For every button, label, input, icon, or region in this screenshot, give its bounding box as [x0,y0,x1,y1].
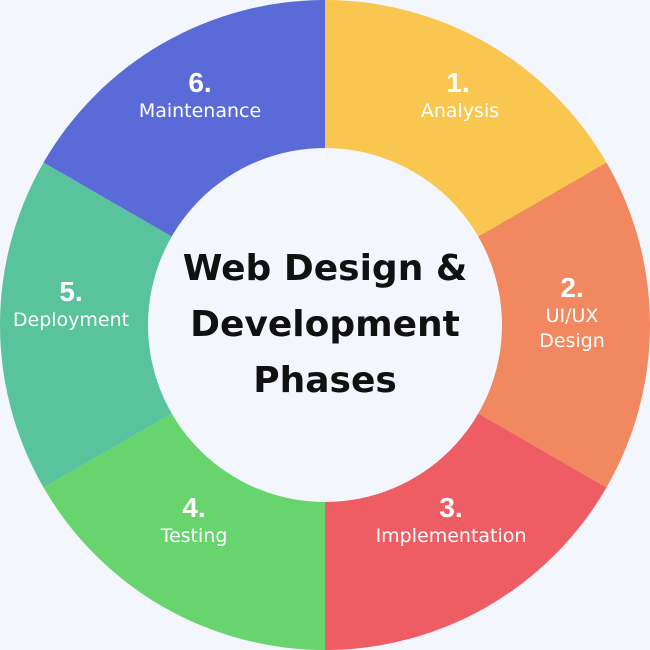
center-title-line-1: Web Design & [182,248,468,289]
phase-number-4: 4. [182,492,205,523]
phase-label-analysis: Analysis [421,100,499,122]
phase-number-5: 5. [59,276,82,307]
phase-number-1: 1. [446,67,469,98]
phase-label-deployment: Deployment [13,309,129,331]
phase-label-implementation: Implementation [376,525,527,547]
center-title-line-2: Development [190,304,460,345]
phase-label-maintenance: Maintenance [139,100,261,122]
phase-label-testing: Testing [160,525,228,547]
phase-label-design: Design [539,330,605,352]
segment-labels: 1. Analysis 2. UI/UX Design 3. Implement… [13,67,605,547]
center-title-line-3: Phases [253,360,397,401]
phase-label-ui-ux: UI/UX [546,305,599,327]
phase-number-2: 2. [560,272,583,303]
center-title: Web Design & Development Phases [175,240,475,410]
phase-number-6: 6. [188,67,211,98]
center-circle [148,148,502,502]
phase-number-3: 3. [439,492,462,523]
